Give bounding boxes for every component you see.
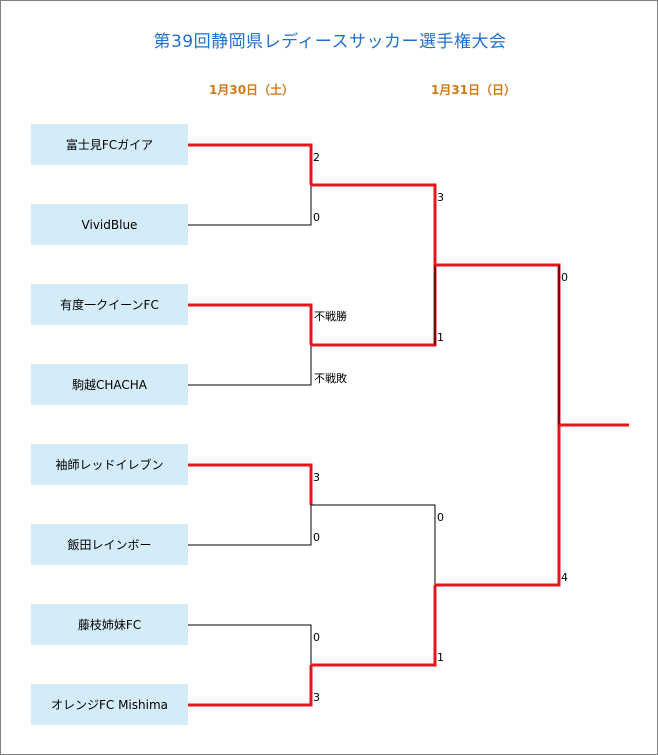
team-4: 駒越CHACHA <box>31 364 188 405</box>
score-r1-team-3: 不戦勝 <box>314 310 347 323</box>
score-sf2-bottom: 1 <box>437 651 444 664</box>
team-2: VividBlue <box>31 204 188 245</box>
score-r1-team-2: 0 <box>313 211 320 224</box>
match-4-lines <box>187 624 313 707</box>
score-r1-team-8: 3 <box>313 691 320 704</box>
match-3-lines <box>187 463 313 546</box>
score-sf1-bottom: 1 <box>437 331 444 344</box>
score-sf1-top: 3 <box>437 191 444 204</box>
date-day2: 1月31日（日） <box>431 83 517 97</box>
score-sf2-top: 0 <box>437 511 444 524</box>
final-lines <box>435 263 629 587</box>
score-r1-team-1: 2 <box>313 151 320 164</box>
score-r1-team-5: 3 <box>313 471 320 484</box>
match-1-lines <box>187 143 313 226</box>
team-6: 飯田レインボー <box>31 524 188 565</box>
semifinal-2-lines <box>311 504 437 667</box>
team-7: 藤枝姉妹FC <box>31 604 188 645</box>
score-r1-team-7: 0 <box>313 631 320 644</box>
match-2-lines <box>187 303 313 386</box>
score-final-bottom: 4 <box>561 571 568 584</box>
score-r1-team-4: 不戦敗 <box>314 372 347 385</box>
semifinal-1-lines <box>311 183 437 347</box>
date-day1: 1月30日（土） <box>209 83 295 97</box>
team-3: 有度一クイーンFC <box>31 284 188 325</box>
team-5: 袖師レッドイレブン <box>31 444 188 485</box>
score-r1-team-6: 0 <box>313 531 320 544</box>
team-8: オレンジFC Mishima <box>31 684 188 725</box>
team-1: 富士見FCガイア <box>31 124 188 165</box>
page-title: 第39回静岡県レディースサッカー選手権大会 <box>153 32 507 52</box>
score-final-top: 0 <box>561 271 568 284</box>
